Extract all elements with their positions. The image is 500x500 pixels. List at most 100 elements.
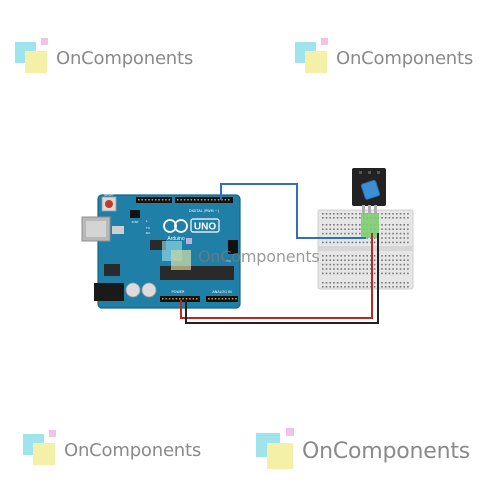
breadboard-hole bbox=[373, 255, 376, 257]
breadboard-hole bbox=[344, 286, 346, 288]
breadboard-hole bbox=[351, 282, 354, 284]
breadboard-hole bbox=[347, 263, 350, 266]
header-pin bbox=[165, 298, 167, 300]
breadboard-hole bbox=[344, 282, 346, 284]
breadboard-hole bbox=[403, 228, 405, 230]
header-pin bbox=[155, 199, 157, 201]
breadboard-hole bbox=[407, 237, 409, 239]
breadboard-hole bbox=[340, 217, 343, 219]
breadboard-hole bbox=[384, 213, 387, 215]
capacitor-1 bbox=[125, 282, 141, 298]
breadboard-hole bbox=[329, 282, 331, 284]
breadboard-hole bbox=[344, 232, 346, 235]
breadboard-hole bbox=[388, 228, 391, 230]
reset-label: RESET bbox=[104, 193, 114, 197]
breadboard-hole bbox=[322, 263, 324, 266]
breadboard-hole bbox=[399, 241, 402, 244]
header-pin bbox=[138, 199, 140, 201]
oncomponents-logo-icon bbox=[20, 430, 60, 470]
header-pin bbox=[204, 199, 206, 201]
dc-jack bbox=[94, 283, 124, 301]
maker-text: Arduino bbox=[167, 236, 184, 242]
rx-led-label: RX bbox=[146, 231, 150, 235]
breadboard-hole bbox=[359, 259, 361, 261]
arduino-logo-icon bbox=[163, 219, 188, 233]
breadboard-hole bbox=[403, 255, 405, 257]
breadboard-hole bbox=[359, 224, 361, 226]
breadboard-hole bbox=[388, 255, 391, 257]
breadboard-hole bbox=[329, 224, 331, 226]
header-pin bbox=[221, 298, 224, 300]
breadboard-hole bbox=[381, 286, 383, 288]
header-pin bbox=[192, 298, 195, 300]
oncomponents-logo-icon bbox=[12, 38, 52, 78]
breadboard-hole bbox=[355, 268, 357, 270]
breadboard-hole bbox=[336, 228, 339, 230]
breadboard-hole bbox=[355, 272, 357, 275]
breadboard-hole bbox=[403, 224, 405, 226]
breadboard-hole bbox=[384, 259, 387, 261]
breadboard-hole bbox=[366, 255, 368, 257]
header-pin bbox=[158, 199, 160, 201]
sensor-component bbox=[360, 179, 381, 200]
breadboard-hole bbox=[399, 268, 402, 270]
breadboard-hole bbox=[388, 213, 391, 215]
breadboard-hole bbox=[392, 259, 394, 261]
breadboard-hole bbox=[388, 268, 391, 270]
breadboard-hole bbox=[340, 259, 343, 261]
breadboard-hole bbox=[388, 232, 391, 235]
breadboard-hole bbox=[362, 259, 365, 261]
header-pin bbox=[180, 199, 182, 201]
header-pin bbox=[161, 199, 164, 201]
breadboard-hole bbox=[336, 268, 339, 270]
breadboard-hole bbox=[329, 241, 331, 244]
breadboard-hole bbox=[333, 224, 335, 226]
breadboard-hole bbox=[362, 286, 365, 288]
header-pin bbox=[183, 199, 186, 201]
breadboard-hole bbox=[366, 268, 368, 270]
vcc-wire bbox=[180, 233, 373, 319]
header-pin bbox=[218, 298, 220, 300]
breadboard-hole bbox=[336, 213, 339, 215]
breadboard-hole bbox=[340, 213, 343, 215]
header-pin bbox=[224, 199, 227, 201]
sensor-module bbox=[352, 168, 386, 238]
breadboard-hole bbox=[333, 268, 335, 270]
uno-badge bbox=[190, 218, 220, 233]
header-pin bbox=[214, 199, 216, 201]
breadboard-hole bbox=[370, 282, 372, 284]
breadboard-hole bbox=[336, 272, 339, 275]
gnd-wire bbox=[185, 233, 379, 324]
breadboard-hole bbox=[333, 241, 335, 244]
watermark-top-left: OnComponents bbox=[12, 38, 193, 78]
breadboard-hole bbox=[388, 224, 391, 226]
usb-chip bbox=[150, 240, 166, 250]
breadboard-hole bbox=[344, 228, 346, 230]
breadboard-hole bbox=[403, 263, 405, 266]
breadboard-hole bbox=[329, 272, 331, 275]
breadboard-hole bbox=[384, 217, 387, 219]
header-pin bbox=[231, 298, 234, 300]
breadboard-hole bbox=[355, 263, 357, 266]
breadboard-hole bbox=[344, 217, 346, 219]
breadboard-hole bbox=[347, 272, 350, 275]
breadboard-hole bbox=[344, 259, 346, 261]
breadboard-hole bbox=[344, 255, 346, 257]
breadboard-hole bbox=[388, 272, 391, 275]
breadboard-hole bbox=[351, 255, 354, 257]
breadboard-hole bbox=[381, 213, 383, 215]
breadboard-hole bbox=[399, 259, 402, 261]
reset-button-cap bbox=[105, 200, 113, 208]
header-pin bbox=[144, 199, 147, 201]
breadboard-hole bbox=[388, 237, 391, 239]
breadboard-hole bbox=[355, 217, 357, 219]
watermark-center: OnComponents bbox=[160, 238, 320, 274]
breadboard-hole bbox=[373, 259, 376, 261]
voltage-regulator bbox=[104, 264, 120, 276]
breadboard-hole bbox=[366, 241, 368, 244]
breadboard-hole bbox=[399, 255, 402, 257]
watermark-text: OnComponents bbox=[56, 47, 194, 69]
breadboard-hole bbox=[396, 282, 398, 284]
breadboard-hole bbox=[333, 255, 335, 257]
breadboard-hole bbox=[370, 272, 372, 275]
